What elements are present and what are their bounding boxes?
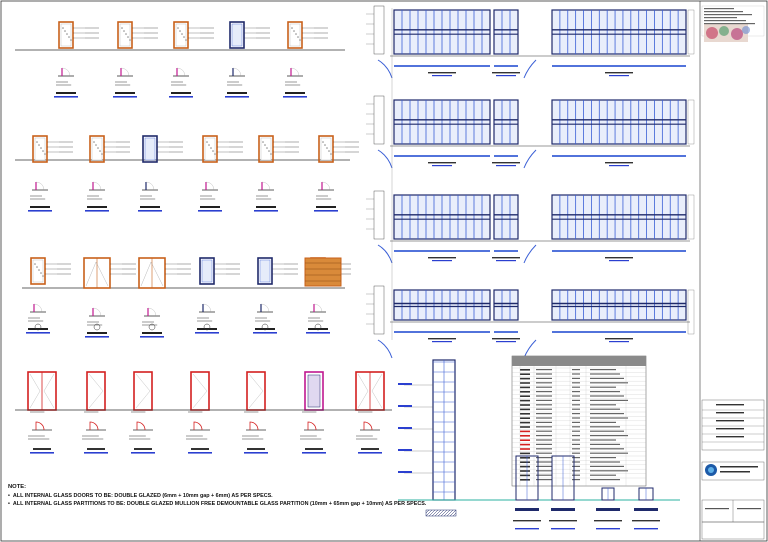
small-door-1 — [513, 455, 541, 530]
partition-row-1 — [366, 5, 695, 79]
door-type-4-2 — [82, 371, 108, 454]
door-type-1-2 — [113, 21, 158, 98]
partition-row-2 — [366, 95, 695, 169]
door-type-1-4 — [225, 21, 270, 98]
door-type-2-4 — [198, 135, 243, 212]
tall-partition-elevation — [398, 359, 680, 517]
door-type-3-2 — [83, 257, 136, 338]
door-type-1-3 — [169, 21, 214, 98]
door-type-4-3 — [129, 371, 155, 454]
door-schedule-row-2 — [15, 135, 359, 212]
note-heading: NOTE: — [8, 484, 27, 490]
door-type-2-5 — [254, 135, 299, 212]
glass-partition-elevations — [366, 5, 695, 359]
door-type-3-3 — [138, 257, 191, 338]
company-logo — [705, 464, 717, 476]
note-line-1: • ALL INTERNAL GLASS DOORS TO BE: DOUBLE… — [8, 492, 273, 499]
title-block — [699, 1, 765, 541]
partition-row-3 — [366, 190, 695, 264]
small-door-3 — [594, 487, 622, 530]
door-type-4-1 — [27, 371, 57, 454]
small-door-4 — [632, 487, 660, 530]
small-door-2 — [549, 455, 577, 530]
door-type-3-4 — [195, 257, 240, 334]
door-type-2-2 — [85, 135, 130, 212]
door-type-2-3 — [138, 135, 183, 212]
small-door-elevations — [513, 455, 660, 530]
door-type-2-1 — [28, 135, 73, 212]
project-logo — [704, 24, 750, 42]
door-type-4-4 — [186, 371, 212, 454]
door-schedule-row-3 — [22, 257, 351, 338]
door-type-4-7 — [355, 371, 385, 454]
door-schedule-row-4 — [15, 371, 392, 454]
partition-row-4 — [366, 285, 695, 359]
door-schedule-table — [511, 355, 647, 487]
general-note: NOTE: • ALL INTERNAL GLASS DOORS TO BE: … — [8, 483, 426, 509]
door-schedule-row-1 — [15, 21, 345, 98]
door-type-1-5 — [283, 21, 328, 98]
door-type-1-1 — [54, 21, 99, 98]
door-type-4-6 — [300, 371, 326, 454]
door-type-2-6 — [314, 135, 359, 212]
door-type-4-5 — [242, 371, 268, 454]
door-type-3-1 — [26, 257, 71, 334]
door-type-3-5 — [253, 257, 298, 334]
note-line-2: • ALL INTERNAL GLASS PARTITIONS TO BE: D… — [8, 501, 427, 508]
